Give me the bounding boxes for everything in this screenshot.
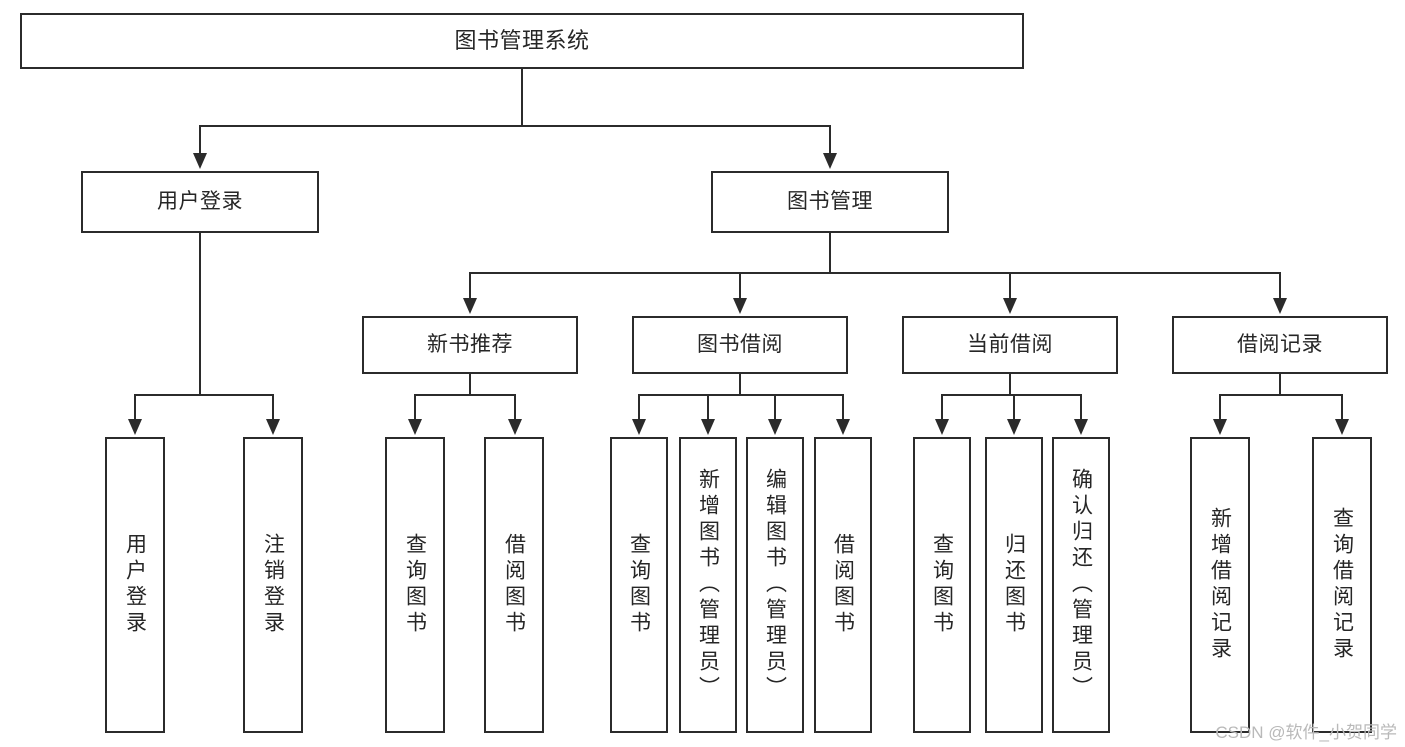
connector-new-book-rec-drop-2 [514, 394, 516, 421]
connector-user-login-drop-1 [134, 394, 136, 421]
connector-current-borrow-bus [941, 394, 1080, 396]
node-leaf-return-book[interactable]: 归还图书 [985, 437, 1043, 733]
node-leaf-query-book-2[interactable]: 查询图书 [610, 437, 668, 733]
connector-book-borrow-drop-3 [774, 394, 776, 421]
node-leaf-borrow-book-2-label: 借阅图书 [831, 533, 855, 637]
node-leaf-borrow-book-1-label: 借阅图书 [502, 533, 526, 637]
node-leaf-query-book-3[interactable]: 查询图书 [913, 437, 971, 733]
node-current-borrow-label: 当前借阅 [967, 333, 1053, 357]
node-leaf-query-book-1[interactable]: 查询图书 [385, 437, 445, 733]
node-new-book-rec[interactable]: 新书推荐 [362, 316, 578, 374]
arrowhead-leaf-user-login [128, 419, 142, 435]
node-leaf-logout[interactable]: 注销登录 [243, 437, 303, 733]
node-leaf-borrow-book-2[interactable]: 借阅图书 [814, 437, 872, 733]
connector-to-book-borrow [739, 272, 741, 300]
node-root[interactable]: 图书管理系统 [20, 13, 1024, 69]
node-leaf-add-record-label: 新增借阅记录 [1208, 507, 1232, 663]
connector-current-borrow-drop-3 [1080, 394, 1082, 421]
connector-new-book-rec-drop-1 [414, 394, 416, 421]
node-leaf-edit-book-label: 编辑图书（管理员） [763, 468, 787, 702]
node-leaf-query-book-3-label: 查询图书 [930, 533, 954, 637]
connector-current-borrow-drop-2 [1013, 394, 1015, 421]
arrowhead-new-book-rec [463, 298, 477, 314]
arrowhead-leaf-add-record [1213, 419, 1227, 435]
node-root-label: 图书管理系统 [454, 27, 590, 53]
connector-book-manage-bus [469, 272, 1281, 274]
connector-book-borrow-bus [638, 394, 844, 396]
node-user-login-label: 用户登录 [157, 190, 243, 214]
node-leaf-user-login-label: 用户登录 [123, 533, 147, 637]
arrowhead-user-login [193, 153, 207, 169]
arrowhead-leaf-confirm-return [1074, 419, 1088, 435]
connector-borrow-record-bus [1219, 394, 1343, 396]
connector-root-bus [199, 125, 831, 127]
node-leaf-query-record-label: 查询借阅记录 [1330, 507, 1354, 663]
node-leaf-return-book-label: 归还图书 [1002, 533, 1026, 637]
arrowhead-current-borrow [1003, 298, 1017, 314]
arrowhead-leaf-borrow-book-1 [508, 419, 522, 435]
arrowhead-leaf-query-book-2 [632, 419, 646, 435]
node-leaf-add-record[interactable]: 新增借阅记录 [1190, 437, 1250, 733]
arrowhead-leaf-query-book-1 [408, 419, 422, 435]
node-leaf-user-login[interactable]: 用户登录 [105, 437, 165, 733]
connector-borrow-record-stem [1279, 374, 1281, 394]
node-borrow-record-label: 借阅记录 [1237, 333, 1323, 357]
connector-book-borrow-drop-1 [638, 394, 640, 421]
node-leaf-confirm-return[interactable]: 确认归还（管理员） [1052, 437, 1110, 733]
arrowhead-book-manage [823, 153, 837, 169]
node-book-borrow-label: 图书借阅 [697, 333, 783, 357]
connector-new-book-rec-bus [414, 394, 514, 396]
arrowhead-leaf-query-record [1335, 419, 1349, 435]
node-current-borrow[interactable]: 当前借阅 [902, 316, 1118, 374]
connector-user-login-drop-2 [272, 394, 274, 421]
connector-user-login-stem [199, 233, 201, 394]
connector-book-borrow-stem [739, 374, 741, 394]
connector-book-borrow-drop-4 [842, 394, 844, 421]
connector-root-to-user-login [199, 125, 201, 155]
connector-borrow-record-drop-2 [1341, 394, 1343, 421]
node-book-manage-label: 图书管理 [787, 190, 873, 214]
connector-book-borrow-drop-2 [707, 394, 709, 421]
node-leaf-add-book-label: 新增图书（管理员） [696, 468, 720, 702]
node-leaf-query-record[interactable]: 查询借阅记录 [1312, 437, 1372, 733]
connector-book-manage-stem [829, 233, 831, 272]
connector-new-book-rec-stem [469, 374, 471, 394]
node-leaf-edit-book[interactable]: 编辑图书（管理员） [746, 437, 804, 733]
node-borrow-record[interactable]: 借阅记录 [1172, 316, 1388, 374]
arrowhead-leaf-query-book-3 [935, 419, 949, 435]
arrowhead-leaf-logout [266, 419, 280, 435]
node-leaf-add-book[interactable]: 新增图书（管理员） [679, 437, 737, 733]
connector-user-login-bus [134, 394, 272, 396]
arrowhead-leaf-add-book [701, 419, 715, 435]
connector-borrow-record-drop-1 [1219, 394, 1221, 421]
node-leaf-query-book-2-label: 查询图书 [627, 533, 651, 637]
connector-root-to-book-manage [829, 125, 831, 155]
node-new-book-rec-label: 新书推荐 [427, 333, 513, 357]
connector-current-borrow-stem [1009, 374, 1011, 394]
node-leaf-borrow-book-1[interactable]: 借阅图书 [484, 437, 544, 733]
connector-root-stem [521, 69, 523, 125]
arrowhead-leaf-return-book [1007, 419, 1021, 435]
connector-to-borrow-record [1279, 272, 1281, 300]
node-leaf-query-book-1-label: 查询图书 [403, 533, 427, 637]
arrowhead-borrow-record [1273, 298, 1287, 314]
node-book-borrow[interactable]: 图书借阅 [632, 316, 848, 374]
arrowhead-leaf-edit-book [768, 419, 782, 435]
connector-current-borrow-drop-1 [941, 394, 943, 421]
arrowhead-leaf-borrow-book-2 [836, 419, 850, 435]
arrowhead-book-borrow [733, 298, 747, 314]
connector-to-new-book-rec [469, 272, 471, 300]
node-user-login[interactable]: 用户登录 [81, 171, 319, 233]
node-book-manage[interactable]: 图书管理 [711, 171, 949, 233]
watermark-text: CSDN @软件_小贺同学 [1215, 723, 1397, 742]
node-leaf-logout-label: 注销登录 [261, 533, 285, 637]
connector-to-current-borrow [1009, 272, 1011, 300]
node-leaf-confirm-return-label: 确认归还（管理员） [1069, 468, 1093, 702]
